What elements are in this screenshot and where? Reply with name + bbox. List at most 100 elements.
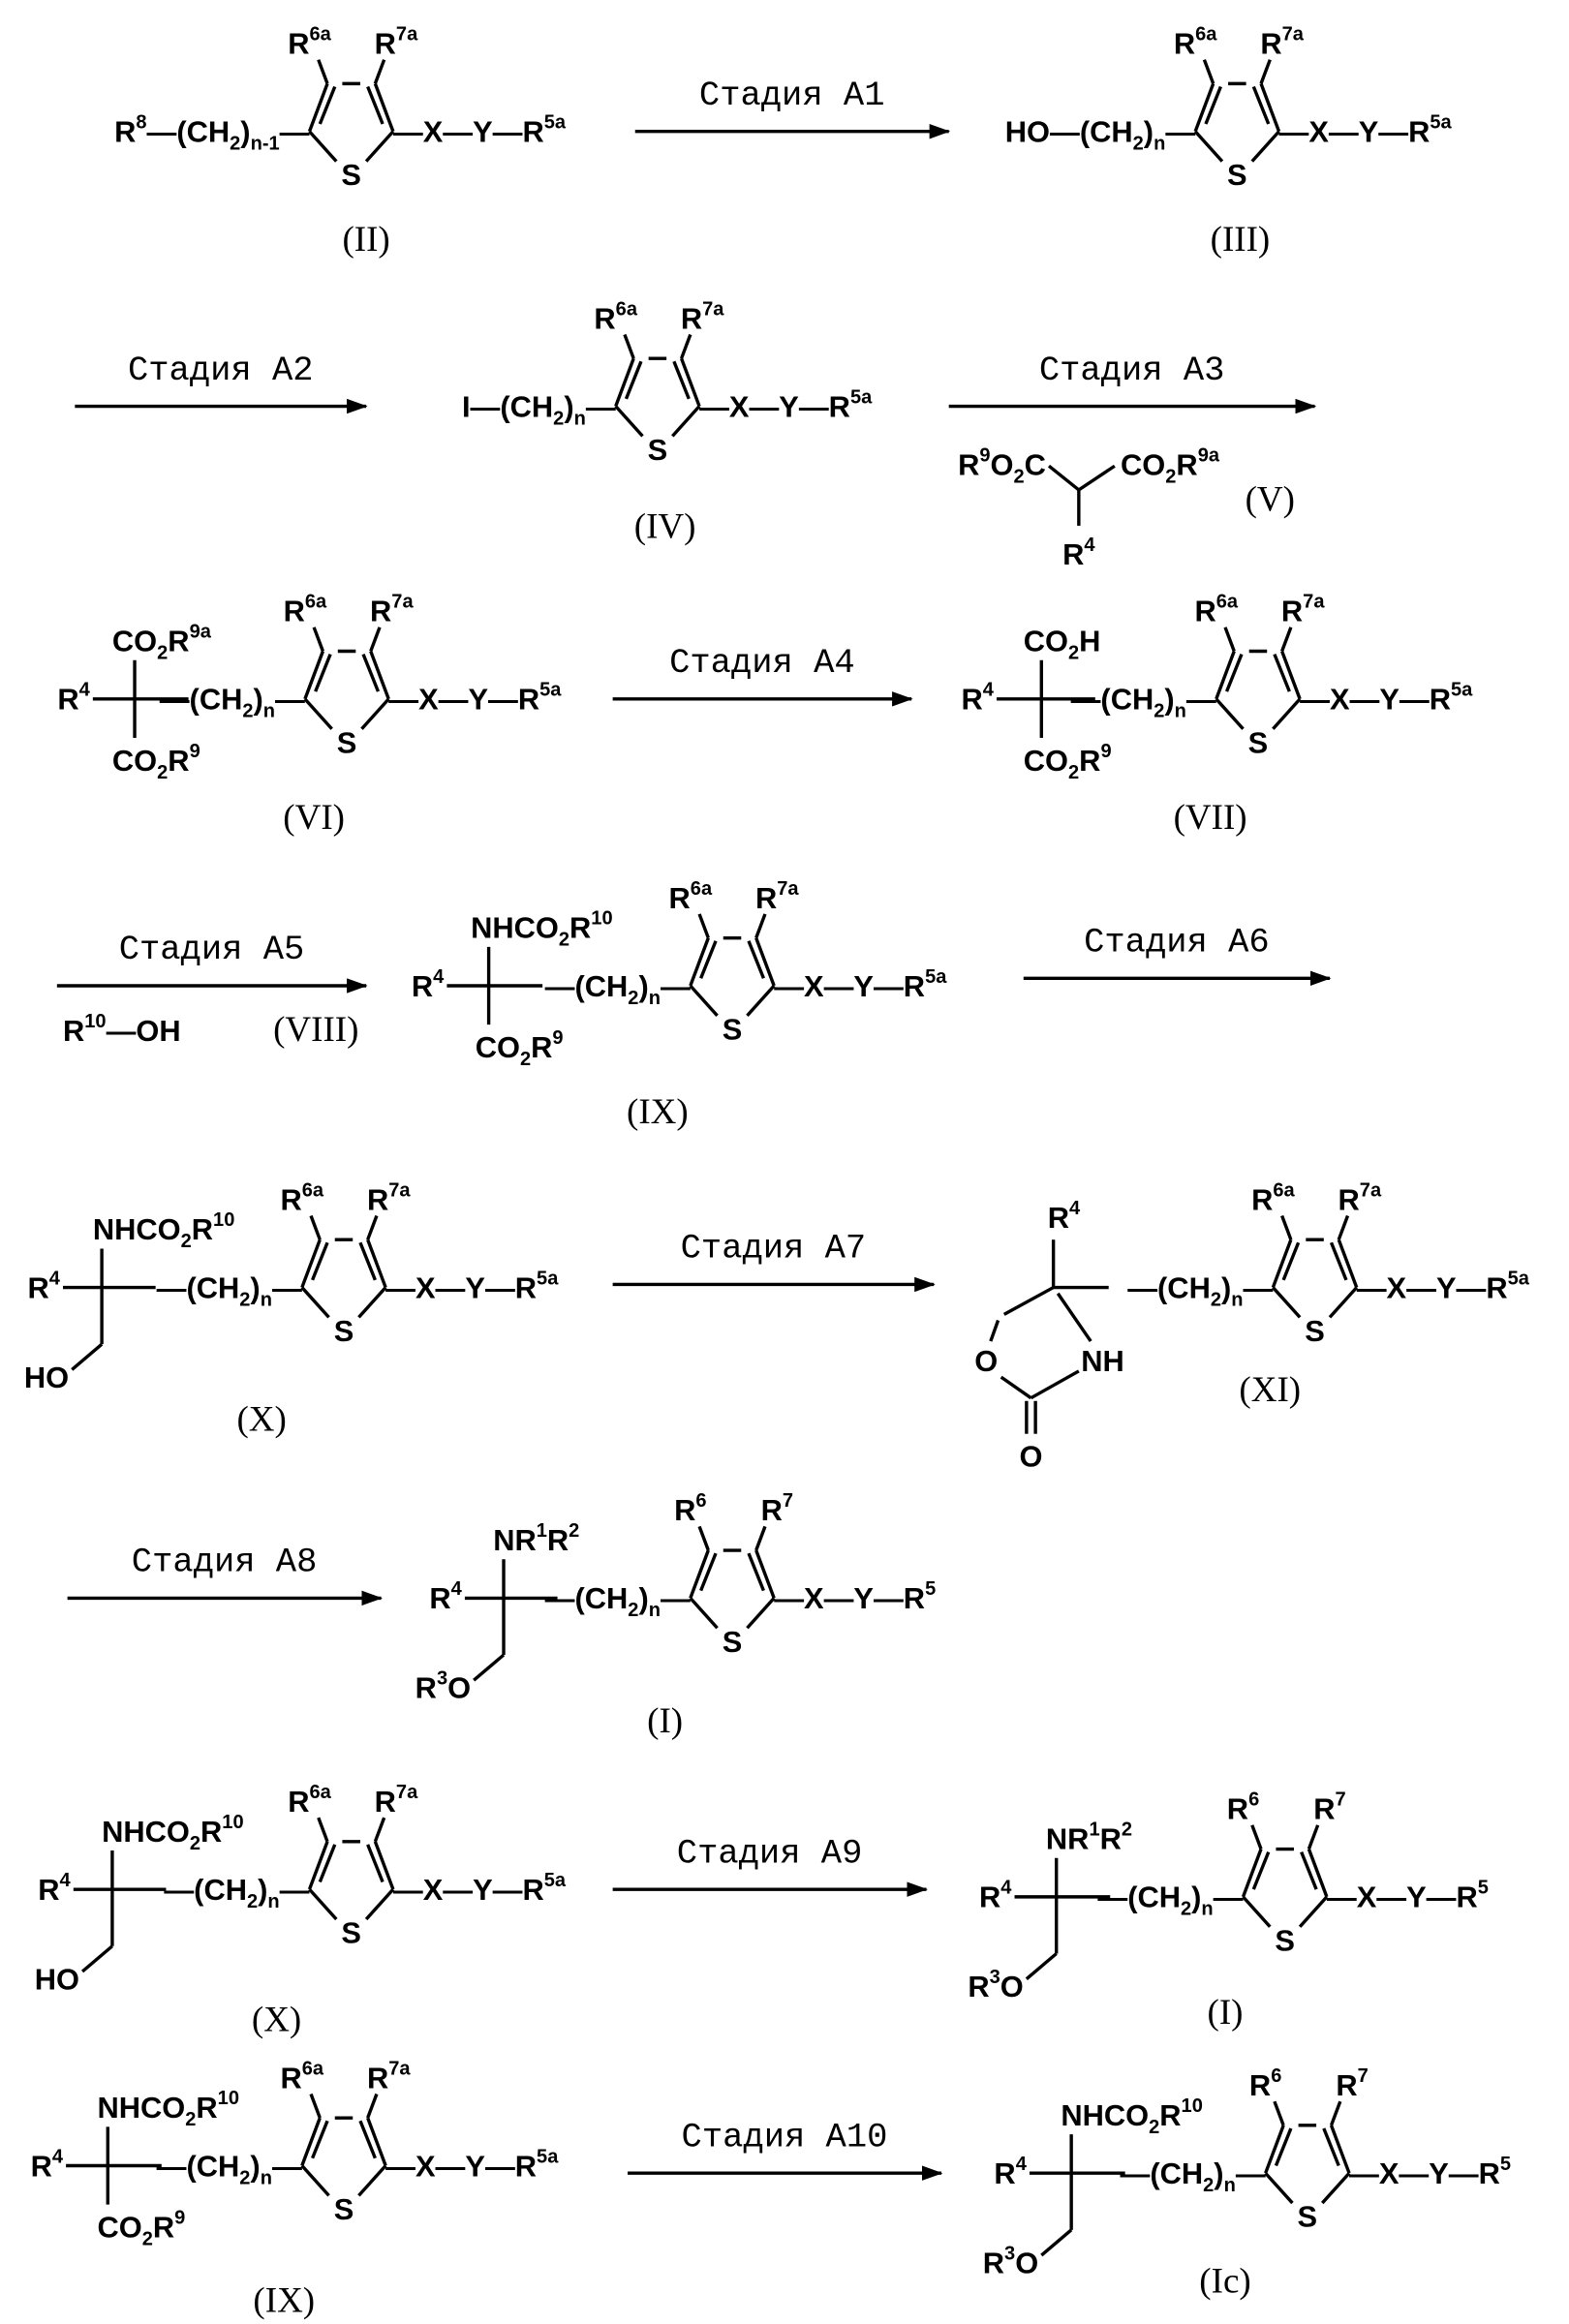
substituent-r6: R6a [281, 2058, 324, 2095]
sulfur-atom: S [723, 1625, 743, 1659]
substituent-r6: R6a [669, 878, 713, 915]
ring-nh: NH [1081, 1344, 1124, 1378]
chain-right: —X—Y—R5a [393, 1870, 567, 1907]
sulfur-atom: S [341, 158, 361, 192]
bond-line [1302, 1852, 1316, 1890]
reaction-arrow-stage-a10: Стадия A10 [628, 2117, 941, 2173]
compound-IX: R4NHCO2R10CO2R9SR6aR7a—(CH2)n——X—Y—R5a(I… [412, 878, 947, 1132]
reaction-arrow-stage-a2: Стадия A2 [75, 351, 366, 407]
bond-line [1252, 132, 1279, 162]
chain-left: —(CH2)n— [1097, 1881, 1243, 1920]
sulfur-atom: S [723, 1013, 743, 1047]
bond-line [375, 83, 393, 131]
reaction-arrow-stage-a8: Стадия A8 [68, 1543, 382, 1599]
bond-line [1332, 2125, 1350, 2173]
bond-line [701, 941, 716, 979]
bond-line [1276, 2128, 1290, 2166]
bond-line [1282, 1216, 1291, 1240]
bond-line [1338, 1216, 1347, 1240]
substituent-bottom: HO [35, 1962, 79, 1996]
compound-label: (VII) [1174, 798, 1247, 838]
compound-VII: R4CO2HCO2R9SR6aR7a—(CH2)n——X—Y—R5a(VII) [962, 592, 1474, 838]
substituent-r6: R6a [594, 298, 637, 335]
substituent-r4: R4 [962, 680, 995, 717]
chain-left: —(CH2)n— [164, 1873, 309, 1912]
bond-line [368, 86, 383, 124]
bond-line [691, 986, 718, 1016]
substituent-r4: R4 [28, 1268, 61, 1304]
bond-line [1041, 2230, 1071, 2255]
bond-line [1330, 1288, 1357, 1318]
bond-line [1225, 627, 1234, 652]
bond-line [313, 1242, 327, 1280]
substituent-r4: R4 [31, 2146, 64, 2183]
substituent-bottom: CO2R9 [112, 741, 200, 783]
bond-line [368, 1216, 377, 1240]
bond-line [1206, 86, 1220, 124]
sulfur-atom: S [1298, 2200, 1318, 2234]
substituent-r4: R4 [38, 1870, 71, 1907]
sulfur-atom: S [334, 1314, 354, 1348]
substituent-r6: R6a [1251, 1179, 1295, 1216]
substituent-r7: R7a [375, 24, 418, 61]
bond-line [368, 1845, 383, 1882]
chain-right: —X—Y—R5 [1349, 2154, 1511, 2190]
bond-line [1283, 1242, 1298, 1280]
substituent-r4: R4 [979, 1878, 1012, 1914]
bond-line [756, 1526, 765, 1550]
bond-line [1322, 2173, 1349, 2203]
bond-line [1275, 2101, 1283, 2125]
ester-left: R9O2C [958, 445, 1046, 488]
bond-line [1216, 699, 1244, 729]
compound-XI: R4ONHOSR6aR7a—(CH2)n——X—Y—R5a(XI) [974, 1179, 1530, 1473]
bond-line [616, 358, 634, 406]
carbonyl-oxygen: O [1020, 1440, 1043, 1474]
substituent-r7: R7 [1336, 2065, 1368, 2102]
substituent-r6: R6a [284, 592, 327, 628]
bond-line [1300, 1897, 1327, 1927]
substituent-r6: R6a [281, 1179, 324, 1216]
reagent-formula: R10—OH [63, 1011, 181, 1048]
bond-line [1275, 655, 1289, 692]
bond-line [682, 335, 691, 359]
chain-left: —(CH2)n— [1121, 2156, 1266, 2196]
substituent-r4: R4 [412, 966, 445, 1003]
bond-line [360, 2121, 375, 2158]
bond-line [756, 914, 765, 938]
stage-label: Стадия A3 [1039, 351, 1225, 390]
bond-line [1308, 1825, 1317, 1850]
bond-line [361, 699, 388, 729]
chain-right: —X—Y—R5a [385, 2146, 559, 2183]
substituent-r7: R7a [367, 2058, 411, 2095]
compound-X: R4NHCO2R10HOSR6aR7a—(CH2)n——X—Y—R5a(X) [24, 1179, 559, 1439]
bond-line [1227, 655, 1242, 692]
stage-label: Стадия A2 [128, 351, 314, 390]
ring-oxygen: O [974, 1344, 998, 1378]
bond-line [1332, 1242, 1346, 1280]
bond-line [363, 655, 378, 692]
substituent-r7: R7 [761, 1490, 793, 1527]
substituent-top: NHCO2R10 [1061, 2095, 1203, 2138]
compound-Ic: R4NHCO2R10R3OSR6R7—(CH2)n——X—Y—R5(Ic) [983, 2065, 1511, 2301]
bond-line [1216, 651, 1235, 698]
bond-line [701, 1553, 716, 1591]
reaction-arrow-stage-a5: Стадия A5 [57, 930, 366, 986]
substituent-bottom: CO2R9 [476, 1027, 564, 1070]
chain-left: —(CH2)n— [545, 1581, 691, 1621]
bond-line [305, 651, 323, 698]
bond-line [1244, 1897, 1271, 1927]
bond-line [311, 2094, 320, 2118]
substituent-top: NHCO2R10 [471, 908, 613, 951]
bond-line [313, 2121, 327, 2158]
substituent-r7: R7 [1313, 1789, 1345, 1826]
substituent-r4: R4 [1062, 535, 1095, 571]
bond-line [699, 914, 708, 938]
substituent-r6: R6a [1174, 24, 1217, 61]
bond-line [1004, 1288, 1054, 1315]
substituent-bottom: R3O [968, 1967, 1023, 2003]
chain-right: —X—Y—R5a [774, 966, 947, 1003]
substituent-r7: R7a [681, 298, 724, 335]
bond-line [756, 938, 775, 986]
bond-line [314, 627, 323, 652]
